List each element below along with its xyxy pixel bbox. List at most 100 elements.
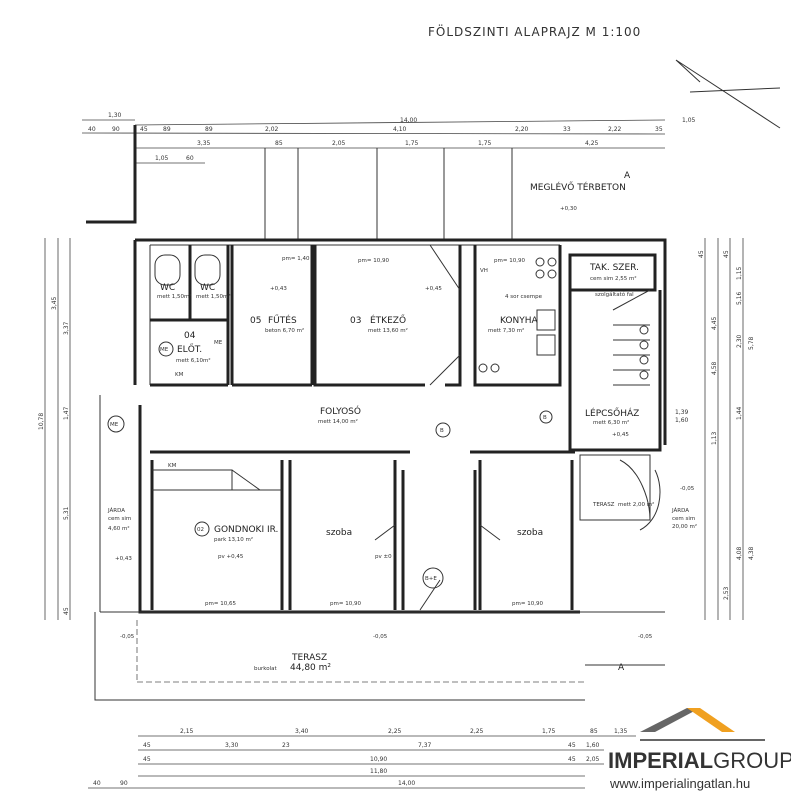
svg-text:cem sim: cem sim bbox=[108, 516, 131, 522]
room-gondnoki: GONDNOKI IR. bbox=[214, 525, 278, 535]
svg-text:pm= 10,90: pm= 10,90 bbox=[330, 601, 361, 607]
svg-text:1,47: 1,47 bbox=[63, 406, 70, 420]
svg-text:+0,30: +0,30 bbox=[560, 206, 577, 212]
svg-text:89: 89 bbox=[205, 126, 213, 133]
svg-text:89: 89 bbox=[163, 126, 171, 133]
svg-text:03: 03 bbox=[350, 316, 361, 326]
svg-text:1,30: 1,30 bbox=[108, 112, 122, 119]
room-folyoso: FOLYOSÓ bbox=[320, 405, 361, 417]
svg-text:1,60: 1,60 bbox=[586, 742, 600, 749]
logo-url: www.imperialingatlan.hu bbox=[609, 776, 750, 791]
svg-text:4,25: 4,25 bbox=[585, 140, 599, 147]
svg-text:burkolat: burkolat bbox=[254, 666, 277, 672]
svg-text:40: 40 bbox=[93, 780, 101, 787]
room-takszer: TAK. SZER. bbox=[589, 263, 639, 273]
svg-text:14,00: 14,00 bbox=[398, 780, 415, 787]
svg-text:4,58: 4,58 bbox=[711, 361, 718, 375]
svg-text:45: 45 bbox=[63, 607, 70, 615]
svg-text:4,10: 4,10 bbox=[393, 126, 407, 133]
staircase-icon bbox=[612, 289, 651, 386]
svg-text:A: A bbox=[624, 171, 631, 181]
svg-text:+0,45: +0,45 bbox=[425, 286, 442, 292]
svg-text:szolgáltató fal: szolgáltató fal bbox=[595, 291, 634, 298]
svg-text:VH: VH bbox=[480, 268, 488, 274]
svg-text:11,80: 11,80 bbox=[370, 768, 387, 775]
svg-text:pm= 10,90: pm= 10,90 bbox=[512, 601, 543, 607]
svg-text:85: 85 bbox=[590, 728, 598, 735]
door-swing-icon bbox=[231, 244, 461, 611]
room-szoba1: szoba bbox=[326, 528, 352, 538]
svg-text:mett 2,00 m²: mett 2,00 m² bbox=[618, 501, 654, 508]
bottom-dimensions: 2,15 3,40 2,25 2,25 1,75 85 1,35 45 3,30… bbox=[88, 728, 636, 789]
room-futes: FŰTÉS bbox=[268, 314, 297, 326]
svg-text:park 13,10 m²: park 13,10 m² bbox=[214, 536, 253, 543]
svg-text:23: 23 bbox=[282, 742, 290, 749]
site-line bbox=[675, 59, 781, 129]
svg-text:pm= 10,90: pm= 10,90 bbox=[494, 258, 525, 264]
svg-text:beton 6,70 m²: beton 6,70 m² bbox=[265, 327, 304, 334]
svg-text:3,40: 3,40 bbox=[295, 728, 309, 735]
existing-concrete-label: MEGLÉVŐ TÉRBETON bbox=[530, 181, 626, 193]
room-jarda-left: JÁRDA bbox=[107, 507, 125, 514]
svg-text:45: 45 bbox=[143, 756, 151, 763]
svg-text:2,22: 2,22 bbox=[608, 126, 622, 133]
svg-text:pv +0,45: pv +0,45 bbox=[218, 554, 244, 560]
svg-text:1,05: 1,05 bbox=[155, 155, 169, 162]
svg-text:1,39: 1,39 bbox=[675, 409, 689, 416]
toilet-icon bbox=[194, 254, 221, 286]
plan-title: FÖLDSZINTI ALAPRAJZ M 1:100 bbox=[428, 23, 641, 39]
fixtures bbox=[154, 244, 661, 611]
svg-text:7,37: 7,37 bbox=[418, 742, 432, 749]
svg-text:2,53: 2,53 bbox=[723, 586, 730, 600]
svg-text:IMPERIALGROUP: IMPERIALGROUP bbox=[608, 748, 791, 773]
room-lepcsohaz: LÉPCSŐHÁZ bbox=[585, 407, 639, 419]
side-dimensions bbox=[44, 238, 744, 620]
svg-text:45: 45 bbox=[568, 756, 576, 763]
svg-text:04: 04 bbox=[184, 331, 196, 341]
room-szoba2: szoba bbox=[517, 528, 543, 538]
svg-text:mett 7,30 m²: mett 7,30 m² bbox=[488, 327, 524, 334]
svg-text:2,02: 2,02 bbox=[265, 126, 279, 133]
room-etkezo: ÉTKEZŐ bbox=[370, 314, 406, 326]
svg-text:B: B bbox=[440, 428, 444, 434]
svg-text:+0,43: +0,43 bbox=[115, 556, 132, 562]
svg-text:3,35: 3,35 bbox=[197, 140, 211, 147]
svg-text:3,45: 3,45 bbox=[51, 296, 58, 310]
room-wc2: WC bbox=[200, 283, 215, 293]
svg-text:+0,45: +0,45 bbox=[612, 432, 629, 438]
svg-text:5,78: 5,78 bbox=[748, 336, 755, 350]
terrace-outline bbox=[136, 620, 585, 683]
svg-text:B: B bbox=[543, 415, 547, 421]
svg-text:33: 33 bbox=[563, 126, 571, 133]
svg-text:3,37: 3,37 bbox=[63, 321, 70, 335]
svg-text:cem sim: cem sim bbox=[672, 516, 695, 522]
imperial-group-logo: IMPERIALGROUP www.imperialingatlan.hu bbox=[606, 708, 791, 795]
site-boundary bbox=[86, 125, 137, 224]
svg-text:1,13: 1,13 bbox=[711, 431, 718, 445]
svg-text:-0,05: -0,05 bbox=[680, 486, 695, 492]
svg-text:ME: ME bbox=[110, 422, 119, 428]
svg-text:14,00: 14,00 bbox=[400, 117, 417, 124]
svg-text:4,60 m²: 4,60 m² bbox=[108, 525, 130, 532]
svg-text:4,38: 4,38 bbox=[748, 546, 755, 560]
svg-text:KM: KM bbox=[168, 463, 177, 469]
svg-text:-0,05: -0,05 bbox=[638, 634, 653, 640]
svg-text:1,75: 1,75 bbox=[478, 140, 492, 147]
svg-text:2,30: 2,30 bbox=[736, 334, 743, 348]
top-dimensions: 1,30 14,00 1,05 40 90 45 89 89 2,02 4,10… bbox=[81, 112, 696, 240]
svg-text:35: 35 bbox=[655, 126, 663, 133]
svg-text:1,60: 1,60 bbox=[675, 417, 689, 424]
room-terasz-small: TERASZ bbox=[592, 502, 615, 508]
svg-text:40: 40 bbox=[88, 126, 96, 133]
svg-text:B+E: B+E bbox=[425, 576, 437, 582]
svg-text:2,05: 2,05 bbox=[586, 756, 600, 763]
toilet-icon bbox=[154, 254, 181, 286]
svg-text:4 sor csempe: 4 sor csempe bbox=[505, 294, 543, 300]
svg-text:2,25: 2,25 bbox=[388, 728, 402, 735]
svg-text:mett 13,60 m²: mett 13,60 m² bbox=[368, 327, 408, 334]
svg-text:A: A bbox=[618, 663, 625, 673]
svg-text:ME: ME bbox=[160, 347, 169, 353]
svg-text:1,35: 1,35 bbox=[614, 728, 628, 735]
svg-text:4,08: 4,08 bbox=[736, 546, 743, 560]
